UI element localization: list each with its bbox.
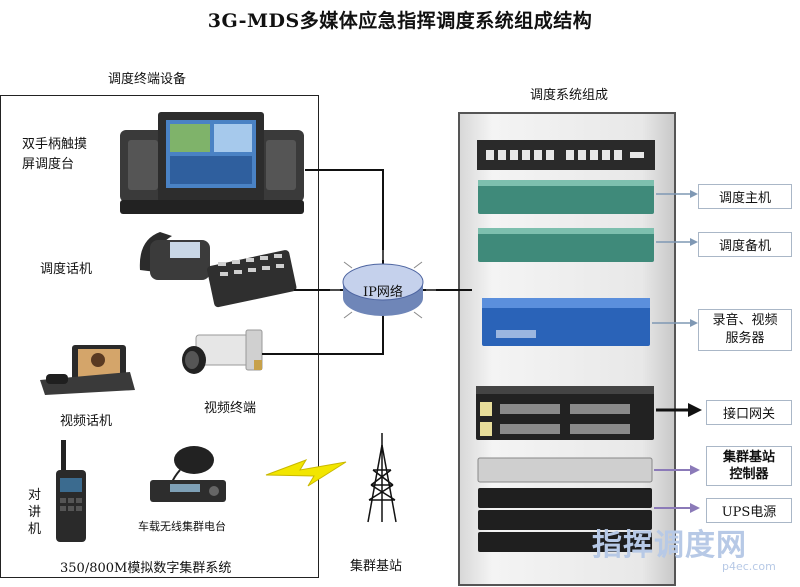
dispatch-phone-icon bbox=[139, 232, 297, 308]
rack-label-gateway: 接口网关 bbox=[706, 400, 792, 425]
rack-label-trunk-controller: 集群基站 控制器 bbox=[706, 446, 792, 486]
rack-heading: 调度系统组成 bbox=[530, 88, 609, 103]
walkie-talkie-icon bbox=[56, 440, 86, 542]
diagram-title: 3G-MDS多媒体应急指挥调度系统组成结构 bbox=[207, 10, 593, 32]
trunk-box bbox=[0, 437, 319, 578]
rack-label-host: 调度主机 bbox=[698, 184, 792, 209]
rack-label-controller-line1: 集群基站 bbox=[722, 450, 775, 465]
video-phone-label: 视频话机 bbox=[60, 414, 113, 429]
ip-network-icon bbox=[330, 250, 436, 319]
vehicle-radio-icon bbox=[150, 446, 226, 502]
terminal-devices-heading: 调度终端设备 bbox=[108, 72, 187, 87]
rack-label-controller-line2: 控制器 bbox=[729, 467, 769, 482]
base-station-label: 集群基站 bbox=[350, 559, 403, 574]
walkie-label-1: 对 bbox=[28, 488, 42, 503]
walkie-talkie-label: 对 讲 机 bbox=[28, 487, 41, 538]
ip-network-label: IP网络 bbox=[363, 285, 403, 300]
watermark-url: p4ec.com bbox=[722, 560, 776, 573]
video-phone-icon bbox=[40, 345, 135, 395]
console-label-line1: 双手柄触摸 bbox=[22, 137, 88, 152]
video-terminal-label: 视频终端 bbox=[204, 401, 257, 416]
vehicle-radio-label: 车载无线集群电台 bbox=[138, 520, 226, 533]
watermark-text: 指挥调度网 bbox=[592, 528, 747, 563]
base-station-tower-icon bbox=[367, 433, 397, 523]
rack-label-recording-line2: 服务器 bbox=[725, 331, 765, 346]
rack-label-backup: 调度备机 bbox=[698, 232, 792, 257]
console-label-line2: 屏调度台 bbox=[22, 157, 75, 172]
rack-equipment bbox=[476, 140, 655, 552]
trunk-system-label: 350/800M模拟数字集群系统 bbox=[60, 561, 232, 576]
console-label: 双手柄触摸 屏调度台 bbox=[22, 135, 87, 175]
dispatch-phone-label: 调度话机 bbox=[40, 262, 93, 277]
rack-label-ups: UPS电源 bbox=[706, 498, 792, 523]
rack-label-recording-line1: 录音、视频 bbox=[712, 313, 778, 328]
walkie-label-3: 机 bbox=[28, 522, 42, 537]
rack-label-recording-server: 录音、视频 服务器 bbox=[698, 309, 792, 351]
lightning-icon bbox=[265, 459, 347, 487]
walkie-label-2: 讲 bbox=[28, 505, 42, 520]
touch-console-icon bbox=[120, 112, 304, 214]
rack-arrows bbox=[652, 190, 702, 513]
video-camera-icon bbox=[182, 329, 263, 374]
